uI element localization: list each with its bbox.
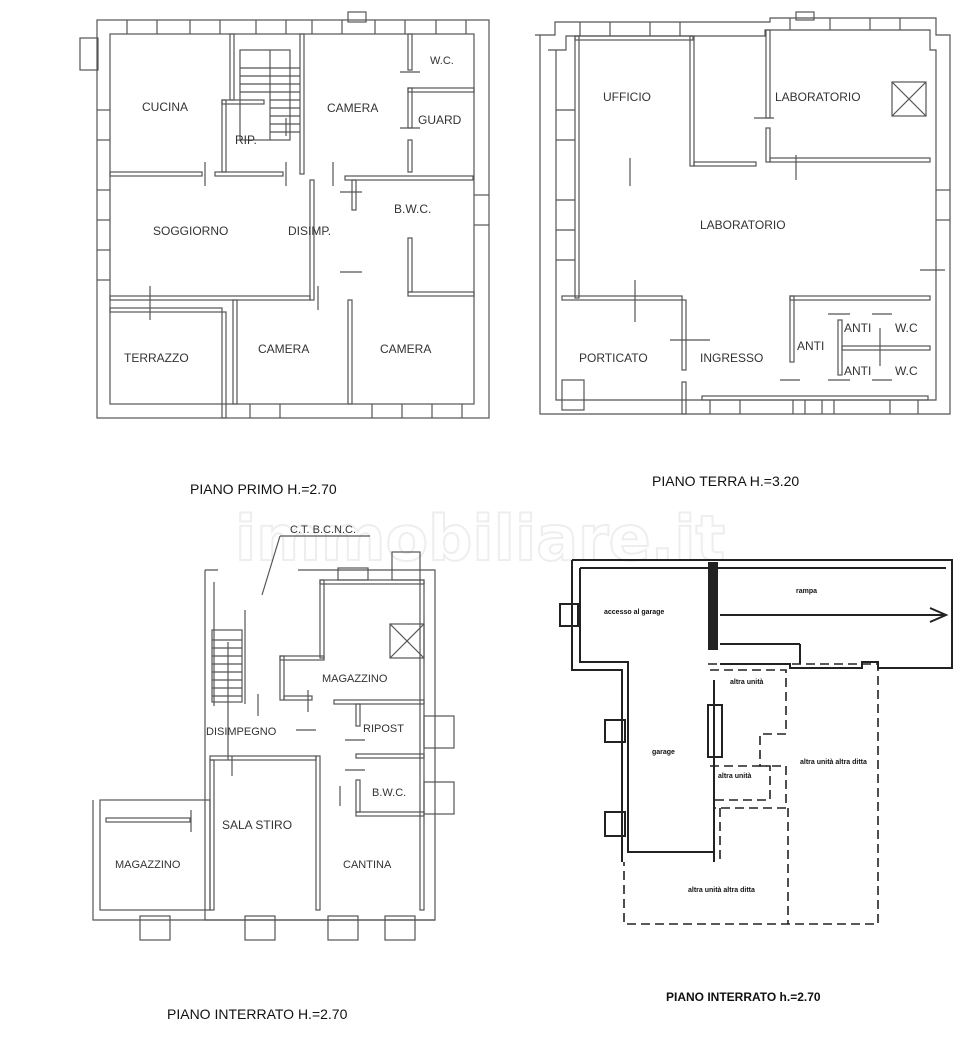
plan-piano-interrato-1: C.T. B.C.N.C. xyxy=(92,524,455,1022)
room-altra-unita-4: altra unità altra ditta xyxy=(688,887,755,894)
room-wc: W.C. xyxy=(430,55,454,67)
room-guard: GUARD xyxy=(418,113,462,127)
room-anti-top: ANTI xyxy=(844,321,871,335)
room-cucina: CUCINA xyxy=(142,100,188,114)
room-bwc: B.W.C. xyxy=(394,202,431,216)
room-magazzino-left: MAGAZZINO xyxy=(115,859,181,871)
room-ufficio: UFFICIO xyxy=(603,90,651,104)
room-ingresso: INGRESSO xyxy=(700,351,763,365)
callout-ct-bcnc: C.T. B.C.N.C. xyxy=(290,524,356,536)
room-rip: RIP. xyxy=(235,133,257,147)
room-garage: garage xyxy=(652,749,675,756)
room-camera-mid: CAMERA xyxy=(258,342,309,356)
room-anti-left: ANTI xyxy=(797,339,824,353)
room-cantina: CANTINA xyxy=(343,859,392,871)
plan-title-piano-interrato-1: PIANO INTERRATO H.=2.70 xyxy=(167,1006,348,1022)
room-accesso-garage: accesso al garage xyxy=(604,609,664,616)
room-magazzino-top: MAGAZZINO xyxy=(322,673,388,685)
plan-piano-terra: UFFICIO LABORATORIO LABORATORIO PORTICAT… xyxy=(535,11,951,489)
plan-title-piano-interrato-2: PIANO INTERRATO h.=2.70 xyxy=(666,990,821,1004)
room-altra-unita-2: altra unità xyxy=(718,773,752,780)
room-terrazzo: TERRAZZO xyxy=(124,351,189,365)
plan-title-piano-terra: PIANO TERRA H.=3.20 xyxy=(652,473,799,489)
room-altra-unita-3: altra unità altra ditta xyxy=(800,759,867,766)
plan-piano-primo: CUCINA RIP. CAMERA W.C. GUARD SOGGIORNO … xyxy=(79,11,490,497)
room-camera-right: CAMERA xyxy=(380,342,431,356)
room-rampa: rampa xyxy=(796,588,817,595)
room-anti-bottom: ANTI xyxy=(844,364,871,378)
room-laboratorio-top: LABORATORIO xyxy=(775,90,861,104)
watermark: immobiliare.it xyxy=(235,502,725,575)
plan-title-piano-primo: PIANO PRIMO H.=2.70 xyxy=(190,481,337,497)
room-bwc-interrato: B.W.C. xyxy=(372,787,406,799)
room-wc-top: W.C xyxy=(895,321,918,335)
room-wc-bottom: W.C xyxy=(895,364,918,378)
room-soggiorno: SOGGIORNO xyxy=(153,224,228,238)
room-sala-stiro: SALA STIRO xyxy=(222,818,292,832)
room-ripost: RIPOST xyxy=(363,723,404,735)
room-camera-top: CAMERA xyxy=(327,101,378,115)
room-altra-unita-1: altra unità xyxy=(730,679,764,686)
room-porticato: PORTICATO xyxy=(579,351,648,365)
room-disimp: DISIMP. xyxy=(288,224,331,238)
room-disimpegno: DISIMPEGNO xyxy=(206,726,277,738)
room-laboratorio-main: LABORATORIO xyxy=(700,218,786,232)
plan-piano-interrato-2: accesso al garage rampa garage altra uni… xyxy=(559,559,953,1004)
